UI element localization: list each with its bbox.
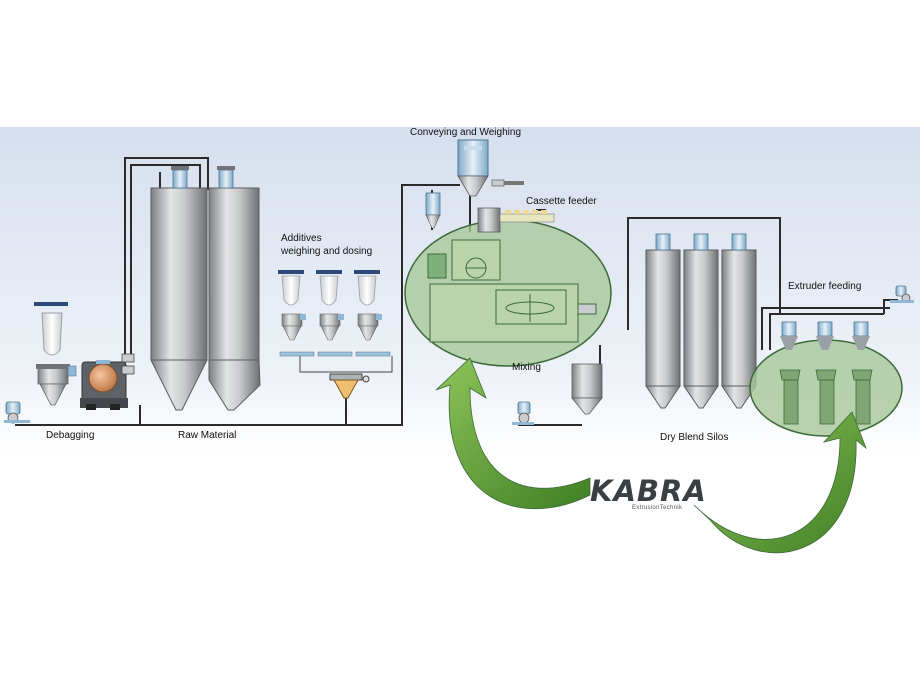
arrow-to-extruder (693, 411, 867, 553)
label-debagging: Debagging (46, 430, 95, 441)
label-mixing: Mixing (512, 362, 541, 373)
arrow-to-mixing (435, 357, 591, 510)
debagging-station (34, 302, 77, 406)
raw-material-silo-1 (150, 166, 208, 411)
blower-icon-2 (512, 401, 534, 425)
label-cassette: Cassette feeder (526, 196, 597, 207)
logo-subtitle: ExtrusionTechnik (632, 505, 683, 511)
pipe-valves (121, 353, 135, 375)
additive-hopper-3 (354, 270, 391, 357)
screw-feeder-icon (491, 179, 524, 187)
mixer-icon (427, 239, 597, 343)
label-additives-line2: weighing and dosing (281, 246, 373, 257)
blower-icon-3 (890, 285, 914, 303)
additive-hopper-2 (316, 270, 353, 357)
dry-blend-silo-1 (645, 233, 681, 409)
blower-icon (4, 401, 30, 424)
label-raw-material: Raw Material (178, 430, 237, 441)
label-conveying: Conveying and Weighing (410, 127, 522, 138)
weighing-hopper (299, 356, 393, 399)
additive-hopper-1 (278, 270, 315, 357)
label-extruder: Extruder feeding (788, 281, 862, 292)
filter-receiver-icon (457, 139, 489, 197)
extruder-feeder-1 (779, 321, 801, 425)
extruder-feeder-3 (851, 321, 873, 425)
cassette-feeder (477, 207, 555, 233)
drum-tipper (80, 360, 128, 410)
logo-kabra: KABRA (590, 474, 707, 508)
raw-material-silo-2 (208, 166, 261, 411)
pipe-network (15, 157, 898, 426)
dry-blend-silo-2 (683, 233, 719, 409)
dry-blend-silo-3 (721, 233, 757, 409)
small-receiver (425, 192, 441, 229)
label-dry-blend: Dry Blend Silos (660, 432, 729, 443)
label-additives-line1: Additives (281, 233, 322, 244)
intermediate-hopper (571, 363, 603, 415)
extruder-feeder-2 (815, 321, 837, 425)
